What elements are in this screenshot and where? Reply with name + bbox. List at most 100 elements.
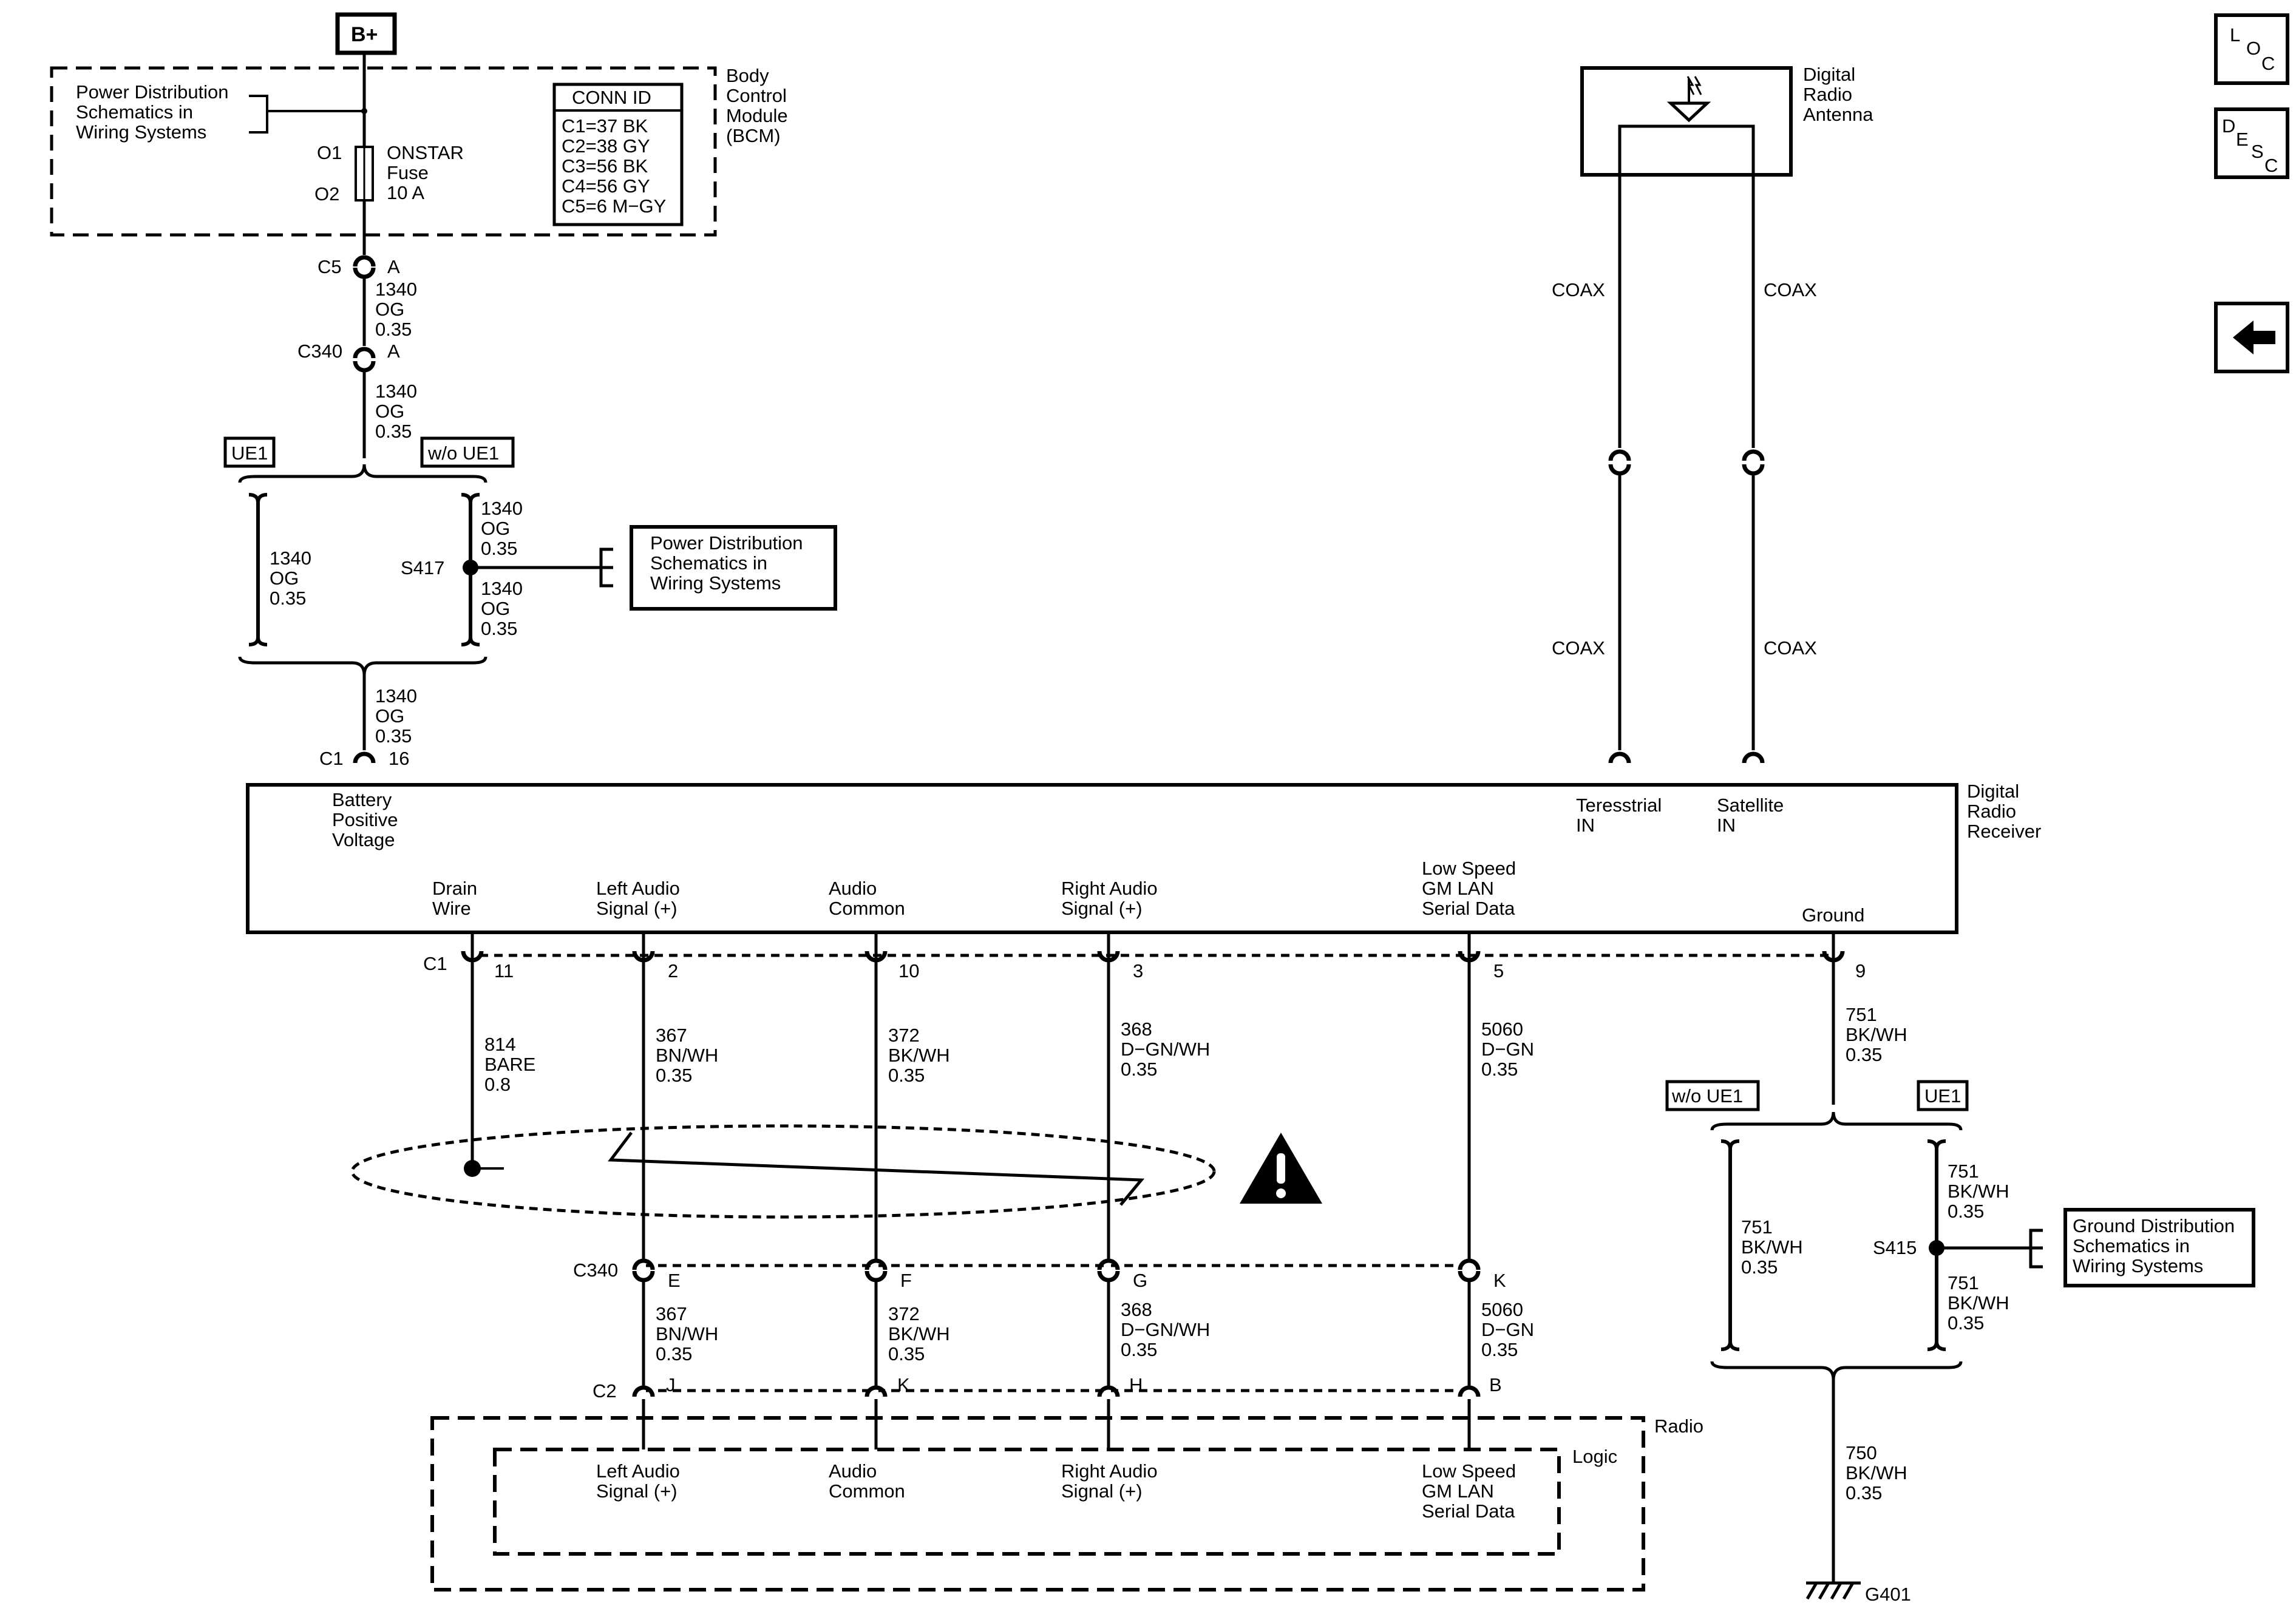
radio-left-audio: Left Audio <box>596 1460 680 1482</box>
wire-368-num: 368 <box>1121 1299 1152 1320</box>
c2-pin: J <box>666 1374 676 1395</box>
wire-750-num: 750 <box>1846 1442 1877 1463</box>
wire-367-num: 367 <box>656 1025 687 1046</box>
wire-367-num: 367 <box>656 1303 687 1324</box>
desc-letter-d: D <box>2222 115 2235 137</box>
wire-814-size: 0.8 <box>484 1074 511 1095</box>
lan-label: GM LAN <box>1422 878 1494 899</box>
fuse-name-3: 10 A <box>387 182 424 203</box>
bcm-title-3: Module <box>726 105 788 126</box>
ground-symbol-icon <box>1805 1581 1861 1600</box>
fuse-out-label: O2 <box>314 183 339 205</box>
wire-372-num: 372 <box>888 1303 920 1324</box>
ground-column: 9 751 BK/WH 0.35 w/o UE1 UE1 751 BK/WH 0… <box>1665 932 2255 1605</box>
desc-letter-s: S <box>2251 141 2264 162</box>
coax-label: COAX <box>1552 279 1605 300</box>
wire-750-size: 0.35 <box>1846 1482 1882 1503</box>
receiver-title: Receiver <box>1967 821 2041 842</box>
radio-lan: Low Speed <box>1422 1460 1516 1482</box>
loc-letter-o: O <box>2246 38 2261 59</box>
drain-wire-label: Drain <box>432 878 477 899</box>
wo-ue1-badge: w/o UE1 <box>427 442 499 464</box>
wire-1340-num: 1340 <box>481 578 523 599</box>
option-branch-top: UE1 w/o UE1 1340 OG 0.35 S417 1340 OG 0.… <box>223 436 837 676</box>
pin-number: 9 <box>1855 960 1866 981</box>
fuse-in-label: O1 <box>317 142 342 163</box>
receiver-title: Digital <box>1967 781 2019 802</box>
wire-1340-color: OG <box>375 705 404 727</box>
lan-label: Low Speed <box>1422 858 1516 879</box>
drain-wire-label: Wire <box>432 898 471 919</box>
wire-372-num: 372 <box>888 1025 920 1046</box>
c5-label: C5 <box>318 256 342 277</box>
c2-label: C2 <box>593 1380 617 1402</box>
power-distribution-reference[interactable] <box>630 525 837 611</box>
wire-1340-num: 1340 <box>270 547 311 569</box>
ground-ref-line: Wiring Systems <box>2073 1255 2203 1276</box>
bcm-title-1: Body <box>726 65 769 86</box>
digital-radio-receiver: Digital Radio Receiver Battery Positive … <box>246 781 2041 934</box>
wire-367-color: BN/WH <box>656 1045 718 1066</box>
wire-368-num: 368 <box>1121 1019 1152 1040</box>
radio-lan: Serial Data <box>1422 1500 1515 1522</box>
wire-1340-color: OG <box>270 568 299 589</box>
c340-pin: A <box>387 341 400 362</box>
wire-814-color: BARE <box>484 1054 535 1075</box>
wire-368-size: 0.35 <box>1121 1339 1157 1360</box>
pin-number: 10 <box>898 960 919 981</box>
c1-label: C1 <box>319 748 344 769</box>
c1-bottom-label: C1 <box>423 953 447 974</box>
bcm-power-ref-2: Schematics in <box>76 101 193 123</box>
audio-common-label: Common <box>829 898 905 919</box>
ground-distribution-reference[interactable] <box>2063 1208 2255 1287</box>
wire-5060-color: D−GN <box>1481 1039 1534 1060</box>
c5-pin: A <box>387 256 400 277</box>
terrestrial-in-label: Teresstrial <box>1576 795 1662 816</box>
wire-1340-num: 1340 <box>375 685 417 707</box>
digital-radio-antenna: Digital Radio Antenna <box>1580 64 1873 452</box>
radio-left-audio: Signal (+) <box>596 1480 678 1502</box>
wire-751-size: 0.35 <box>1948 1312 1984 1334</box>
coax-label: COAX <box>1764 637 1817 659</box>
wire-1340-num: 1340 <box>375 381 417 402</box>
wire-1340-size: 0.35 <box>375 421 412 442</box>
battery-positive-label: Positive <box>332 809 398 830</box>
back-button[interactable] <box>2214 302 2289 373</box>
s417-label: S417 <box>401 557 444 578</box>
c2-pin: H <box>1129 1374 1143 1395</box>
wire-5060-size: 0.35 <box>1481 1339 1518 1360</box>
bcm-title-4: (BCM) <box>726 125 781 146</box>
conn-id-row: C1=37 BK <box>562 115 648 137</box>
conn-id-row: C2=38 GY <box>562 135 650 157</box>
loc-button[interactable]: L O C <box>2214 13 2289 85</box>
wire-1340-color: OG <box>481 518 510 539</box>
right-audio-label: Right Audio <box>1061 878 1158 899</box>
desc-button[interactable]: D E S C <box>2214 107 2289 179</box>
wire-1340-size: 0.35 <box>481 618 517 639</box>
antenna-title: Radio <box>1803 84 1852 105</box>
wire-372-color: BK/WH <box>888 1323 950 1344</box>
receiver-title: Radio <box>1967 801 2016 822</box>
c340-pin: F <box>900 1270 912 1291</box>
wire-368-color: D−GN/WH <box>1121 1319 1210 1340</box>
wire-751-color: BK/WH <box>1948 1181 2009 1202</box>
wire-367-size: 0.35 <box>656 1065 692 1086</box>
audio-common-column: 10 372 BK/WH 0.35 <box>867 932 950 1275</box>
audio-common-label: Audio <box>829 878 877 899</box>
radio-module: Radio Logic Left Audio Signal (+) Audio … <box>430 1415 1703 1592</box>
coax-label: COAX <box>1552 637 1605 659</box>
wire-751-size: 0.35 <box>1948 1201 1984 1222</box>
wire-1340-num: 1340 <box>375 279 417 300</box>
wire-751-num: 751 <box>1741 1216 1773 1238</box>
wire-1340-color: OG <box>481 598 510 619</box>
battery-label: B+ <box>351 23 378 46</box>
desc-letter-e: E <box>2236 129 2249 150</box>
wire-1340-size: 0.35 <box>481 538 517 559</box>
wire-367-color: BN/WH <box>656 1323 718 1344</box>
lan-column: 5 5060 D−GN 0.35 <box>1460 932 1534 1275</box>
pin-number: 11 <box>494 960 514 981</box>
wire-751-size: 0.35 <box>1846 1044 1882 1065</box>
fuse-name-1: ONSTAR <box>387 142 464 163</box>
wire-5060-size: 0.35 <box>1481 1059 1518 1080</box>
ue1-badge: UE1 <box>231 442 268 464</box>
